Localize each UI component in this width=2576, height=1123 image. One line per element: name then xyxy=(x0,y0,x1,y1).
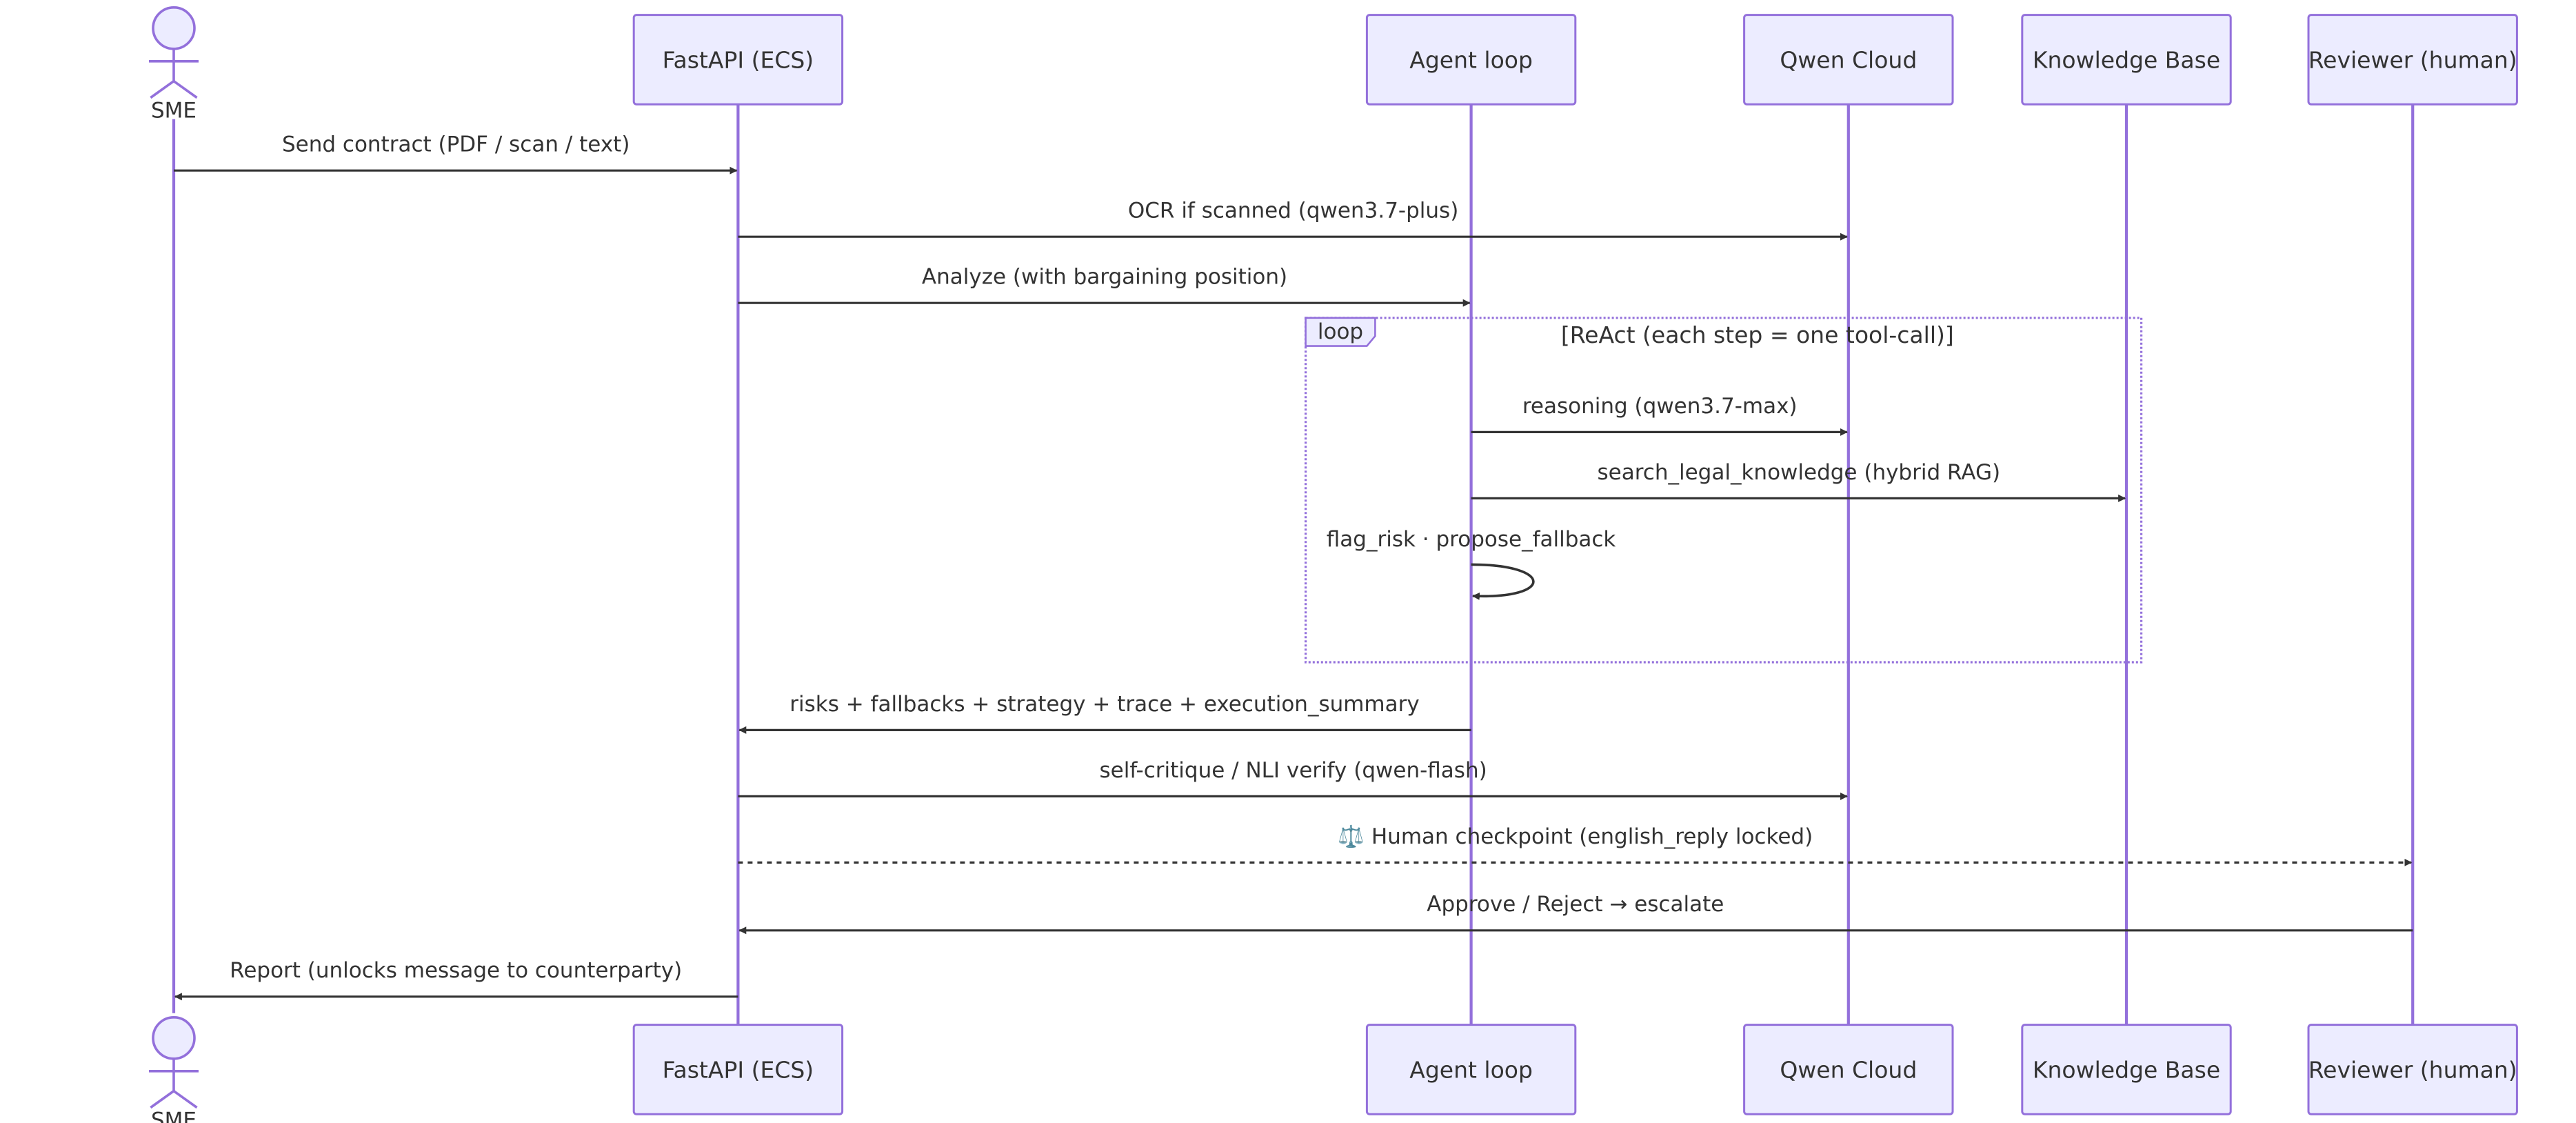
participant-label: Knowledge Base xyxy=(2033,46,2220,73)
message-label: flag_risk · propose_fallback xyxy=(1327,527,1616,552)
participant-label: Agent loop xyxy=(1409,1056,1533,1083)
participant-label: SME xyxy=(151,98,197,123)
participant-kb-bottom: Knowledge Base xyxy=(2021,1024,2232,1115)
message-label: search_legal_knowledge (hybrid RAG) xyxy=(1598,460,2001,485)
message-label: Analyze (with bargaining position) xyxy=(922,265,1287,290)
participant-label: Knowledge Base xyxy=(2033,1056,2220,1083)
actor-head xyxy=(152,1016,196,1060)
participant-label: FastAPI (ECS) xyxy=(663,1056,814,1083)
participant-kb-top: Knowledge Base xyxy=(2021,14,2232,106)
participant-label: Reviewer (human) xyxy=(2308,1056,2517,1083)
participant-sme-bottom: SME xyxy=(149,1016,199,1123)
actor-leg-left xyxy=(150,80,175,99)
participant-agent-bottom: Agent loop xyxy=(1365,1024,1577,1115)
loop-condition: [ReAct (each step = one tool-call)] xyxy=(1561,321,1954,348)
message-label: Report (unlocks message to counterparty) xyxy=(230,958,682,983)
participant-label: Qwen Cloud xyxy=(1780,1056,1917,1083)
message-label: self-critique / NLI verify (qwen-flash) xyxy=(1099,758,1487,783)
participant-api-top: FastAPI (ECS) xyxy=(632,14,844,106)
message-3: Analyze (with bargaining position) xyxy=(738,265,1471,307)
participant-box xyxy=(2021,14,2232,106)
participant-sme-top: SME xyxy=(149,6,199,123)
participant-box xyxy=(1743,1024,1954,1115)
participant-box xyxy=(2307,14,2518,106)
participant-reviewer-top: Reviewer (human) xyxy=(2307,14,2518,106)
participant-qwen-top: Qwen Cloud xyxy=(1743,14,1954,106)
message-11: Report (unlocks message to counterparty) xyxy=(174,958,738,1001)
participant-box xyxy=(632,1024,844,1115)
message-4: reasoning (qwen3.7-max) xyxy=(1471,394,1848,436)
message-label: Send contract (PDF / scan / text) xyxy=(282,132,630,157)
message-7: risks + fallbacks + strategy + trace + e… xyxy=(738,692,1471,734)
message-label: risks + fallbacks + strategy + trace + e… xyxy=(789,692,1419,717)
participant-label: Agent loop xyxy=(1409,46,1533,73)
participant-box xyxy=(632,14,844,106)
message-10: Approve / Reject → escalate xyxy=(738,892,2413,935)
message-6: flag_risk · propose_fallback xyxy=(1327,527,1616,600)
message-arrow xyxy=(1471,563,1535,600)
participant-box xyxy=(2021,1024,2232,1115)
actor-head xyxy=(152,6,196,50)
participant-label: FastAPI (ECS) xyxy=(663,46,814,73)
message-label: Approve / Reject → escalate xyxy=(1427,892,1724,917)
participant-box xyxy=(2307,1024,2518,1115)
actor-leg-left xyxy=(150,1090,175,1109)
loop-tag-label: loop xyxy=(1318,319,1363,344)
actor-leg-right xyxy=(172,80,198,99)
participant-api-bottom: FastAPI (ECS) xyxy=(632,1024,844,1115)
message-label: OCR if scanned (qwen3.7-plus) xyxy=(1128,199,1458,223)
message-5: search_legal_knowledge (hybrid RAG) xyxy=(1471,460,2126,502)
participant-box xyxy=(1365,14,1577,106)
message-8: self-critique / NLI verify (qwen-flash) xyxy=(738,758,1848,800)
participant-label: Qwen Cloud xyxy=(1780,46,1917,73)
participant-box xyxy=(1743,14,1954,106)
participant-reviewer-bottom: Reviewer (human) xyxy=(2307,1024,2518,1115)
message-9: ⚖️ Human checkpoint (english_reply locke… xyxy=(738,824,2413,866)
message-label: ⚖️ Human checkpoint (english_reply locke… xyxy=(1338,824,1813,849)
participant-agent-top: Agent loop xyxy=(1365,14,1577,106)
participant-qwen-bottom: Qwen Cloud xyxy=(1743,1024,1954,1115)
actor-leg-right xyxy=(172,1090,198,1109)
loop-tag-box xyxy=(1305,317,1376,347)
participant-box xyxy=(1365,1024,1577,1115)
loop-frame: loop [ReAct (each step = one tool-call)] xyxy=(1304,317,2143,664)
message-label: reasoning (qwen3.7-max) xyxy=(1522,394,1798,419)
participant-label: SME xyxy=(151,1108,197,1123)
participant-label: Reviewer (human) xyxy=(2308,46,2517,73)
message-1: Send contract (PDF / scan / text) xyxy=(174,132,738,175)
message-2: OCR if scanned (qwen3.7-plus) xyxy=(738,199,1848,241)
